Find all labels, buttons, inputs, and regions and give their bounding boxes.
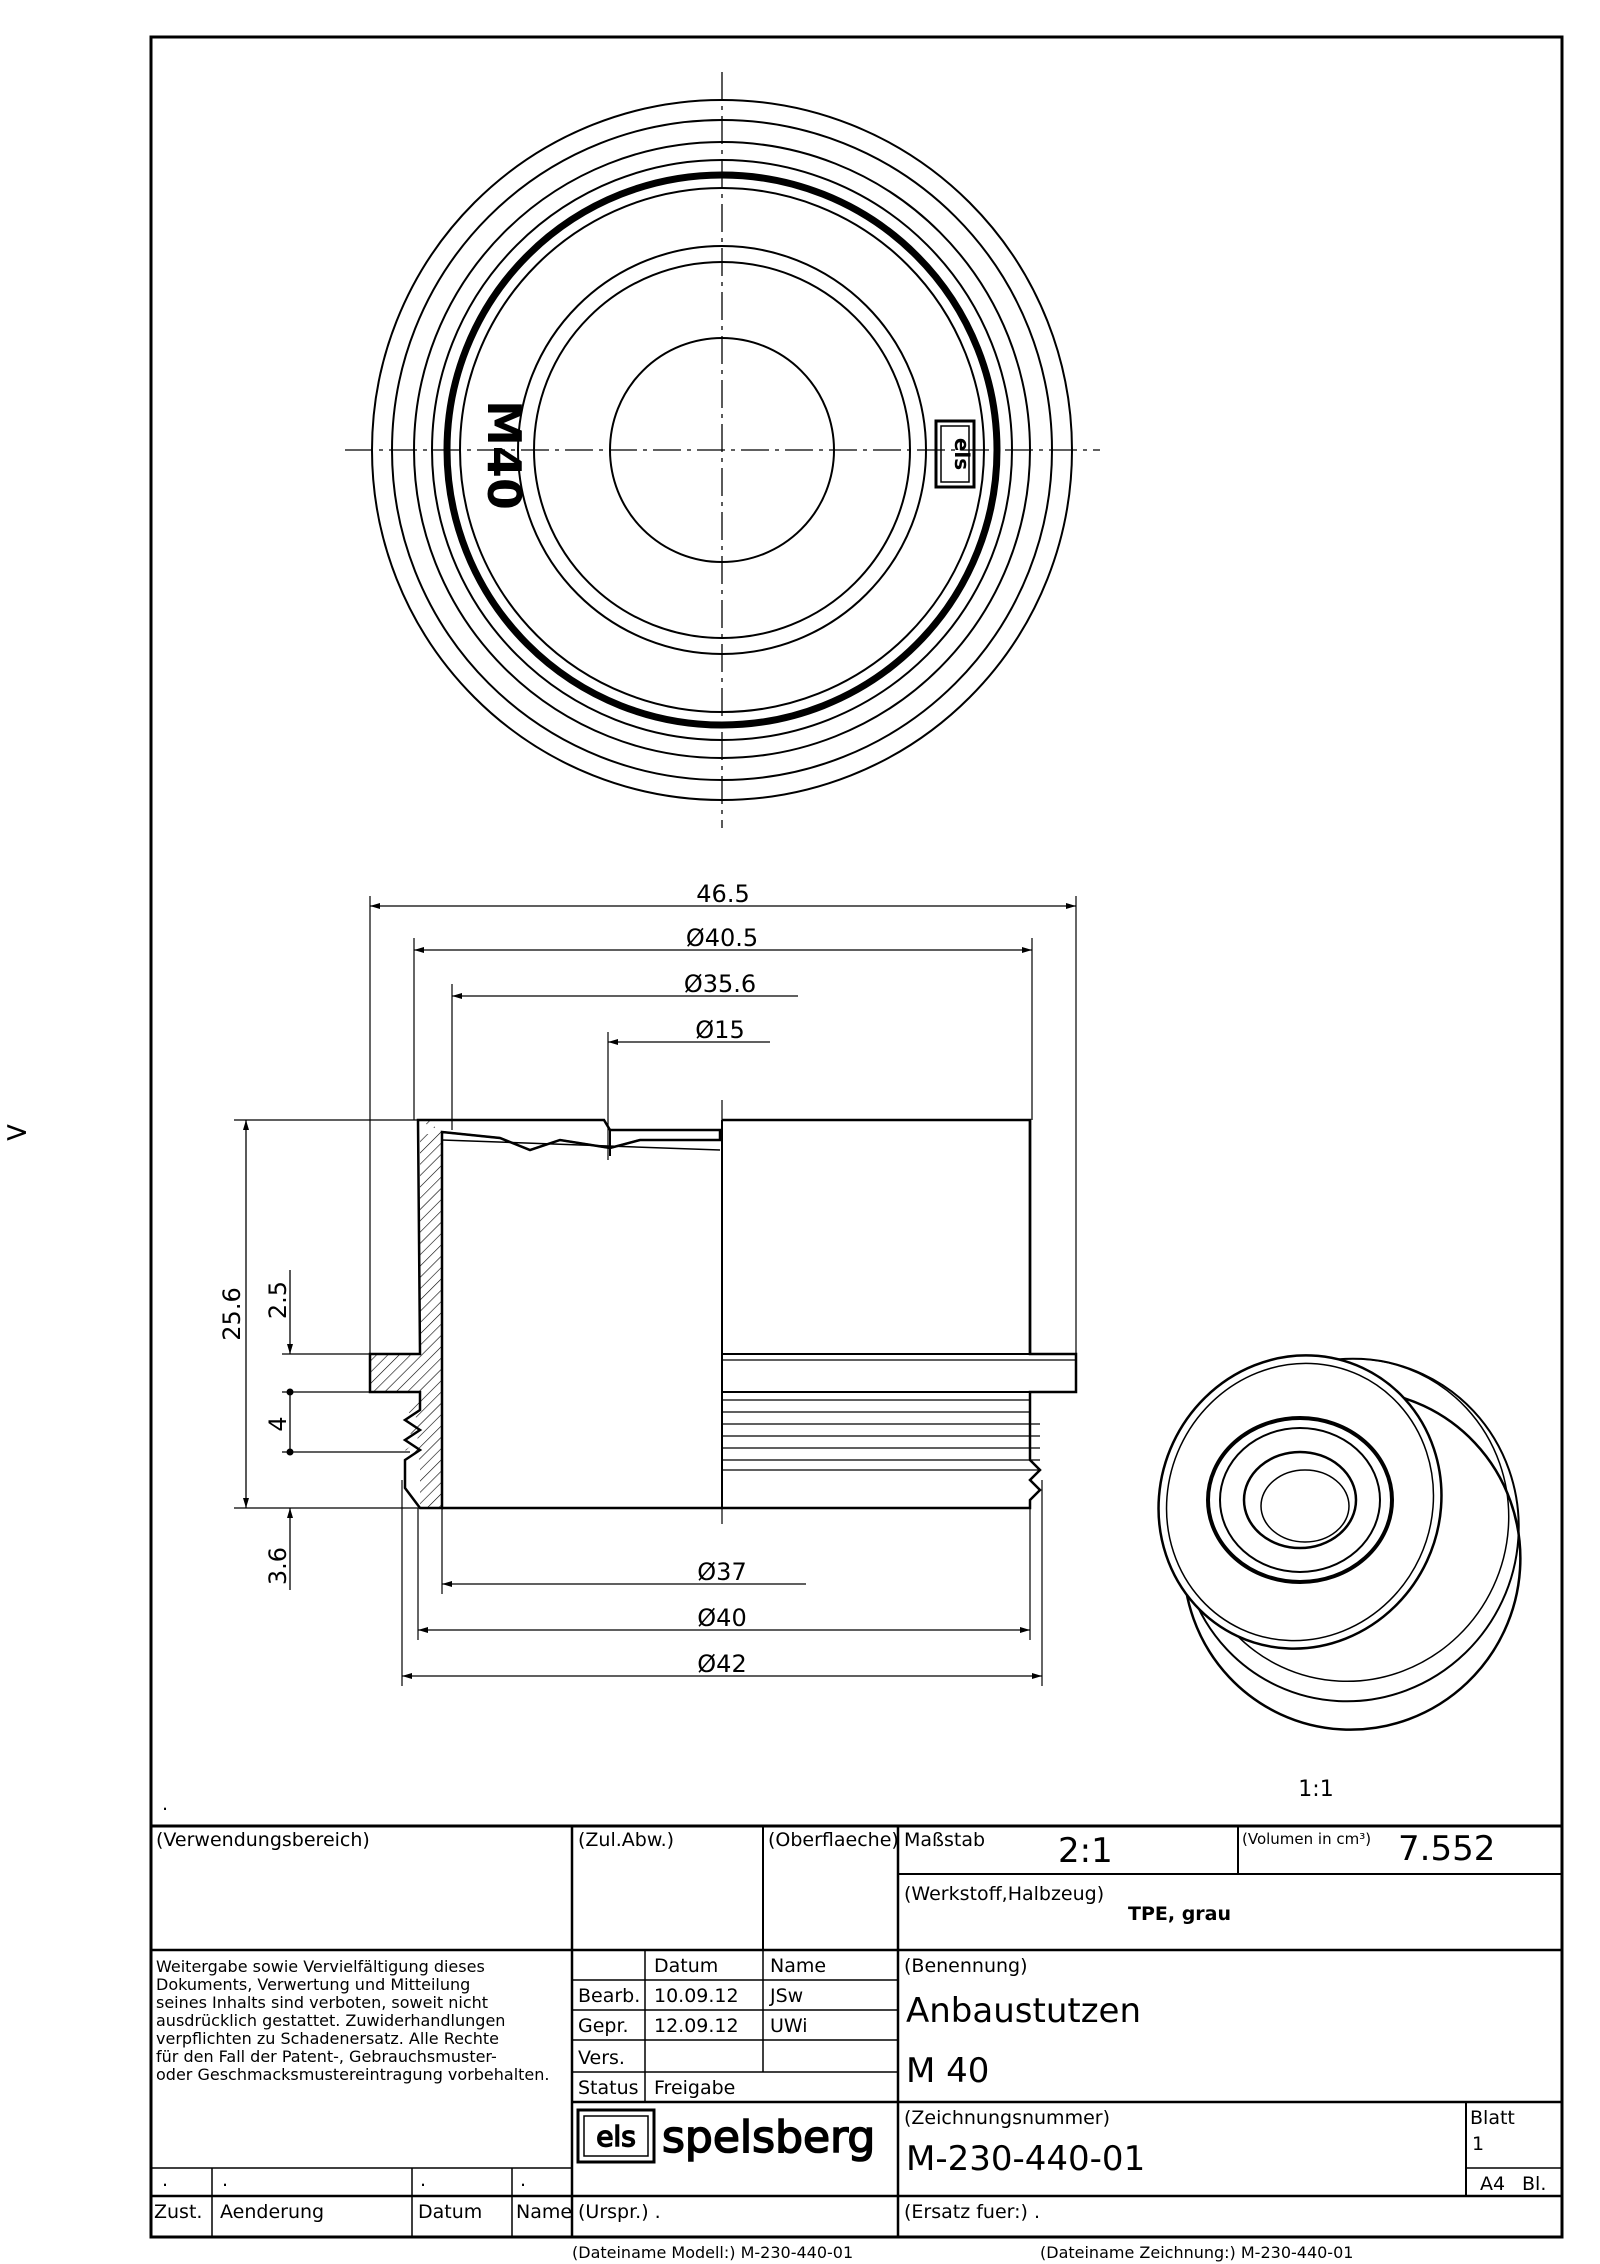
svg-text:für den Fall der Patent-, Gebr: für den Fall der Patent-, Gebrauchsmuste… (156, 2047, 497, 2066)
gepr-name: UWi (770, 2015, 808, 2037)
bl-label: Bl. (1522, 2173, 1546, 2195)
copyright-notice: Weitergabe sowie Vervielfältigung dieses… (156, 1957, 550, 2084)
els-logo-mark: els (934, 419, 976, 489)
dim-2-5: 2.5 (264, 1281, 292, 1319)
svg-text:verpflichten zu Schadenersatz.: verpflichten zu Schadenersatz. Alle Rech… (156, 2029, 499, 2048)
werkstoff-label: (Werkstoff,Halbzeug) (904, 1883, 1104, 1905)
thread-label: M40 (477, 400, 531, 510)
ersatz-label: (Ersatz fuer:) . (904, 2201, 1040, 2223)
svg-text:ausdrücklich gestattet. Zuwide: ausdrücklich gestattet. Zuwiderhandlunge… (156, 2011, 505, 2030)
dim-d40: Ø40 (697, 1604, 746, 1632)
zeichnungsnummer: M-230-440-01 (906, 2139, 1145, 2179)
datum-col-label: Datum (418, 2201, 482, 2223)
massstab-value: 2:1 (1058, 1831, 1113, 1871)
datum-header: Datum (654, 1955, 718, 1977)
urspr-label: (Urspr.) . (578, 2201, 661, 2223)
drawing-frame (149, 35, 1564, 2239)
svg-text:els: els (950, 438, 974, 470)
dim-height: 25.6 (218, 1287, 246, 1340)
dim-d42: Ø42 (697, 1650, 746, 1678)
bearb-datum: 10.09.12 (654, 1985, 739, 2007)
bearb-label: Bearb. (578, 1985, 640, 2007)
benennung-line2: M 40 (906, 2051, 989, 2091)
name-col-label: Name (516, 2201, 572, 2223)
dim-3-6: 3.6 (264, 1547, 292, 1585)
benennung-label: (Benennung) (904, 1955, 1028, 1977)
status-label: Status (578, 2077, 639, 2099)
top-view: M40 els (345, 72, 1100, 828)
side-marker: > (4, 1115, 29, 1150)
section-view: 46.5 Ø40.5 Ø35.6 Ø15 25.6 2.5 4 3.6 (218, 880, 1078, 1686)
dateiname-zeichnung: (Dateiname Zeichnung:) M-230-440-01 (1040, 2243, 1353, 2262)
vers-label: Vers. (578, 2047, 625, 2069)
oberflaeche-label: (Oberflaeche) (768, 1829, 899, 1851)
svg-text:spelsberg: spelsberg (662, 2112, 875, 2163)
volumen-label: (Volumen in cm³) (1242, 1830, 1371, 1848)
blatt-value: 1 (1472, 2133, 1484, 2155)
werkstoff-value: TPE, grau (1128, 1903, 1231, 1925)
dim-d15: Ø15 (695, 1016, 744, 1044)
rev-dot-1: . (162, 2169, 168, 2191)
svg-text:els: els (596, 2120, 636, 2153)
zeichnungsnummer-label: (Zeichnungsnummer) (904, 2107, 1110, 2129)
name-header: Name (770, 1955, 826, 1977)
dim-4: 4 (264, 1416, 292, 1431)
svg-text:oder Geschmacksmustereintragun: oder Geschmacksmustereintragung vorbehal… (156, 2065, 550, 2084)
gepr-datum: 12.09.12 (654, 2015, 739, 2037)
dim-d37: Ø37 (697, 1558, 746, 1586)
gepr-label: Gepr. (578, 2015, 629, 2037)
verwendungsbereich-label: (Verwendungsbereich) (156, 1829, 370, 1851)
title-block (151, 1824, 1562, 2237)
aenderung-label: Aenderung (220, 2201, 324, 2223)
format: A4 (1480, 2173, 1505, 2195)
spelsberg-logo: els spelsberg (576, 2108, 876, 2164)
rev-dot-4: . (520, 2169, 526, 2191)
dot-marker: . (162, 1793, 168, 1815)
massstab-label: Maßstab (904, 1829, 985, 1851)
rev-dot-2: . (222, 2169, 228, 2191)
title-block-text: . (Verwendungsbereich) (Zul.Abw.) (Oberf… (154, 1793, 1546, 2262)
svg-text:Weitergabe sowie Vervielfältig: Weitergabe sowie Vervielfältigung dieses (156, 1957, 485, 1976)
iso-view: 1:1 (1157, 1354, 1522, 1802)
zust-label: Zust. (154, 2201, 202, 2223)
dim-d40-5: Ø40.5 (686, 924, 758, 952)
dim-46-5: 46.5 (696, 880, 749, 908)
bearb-name: JSw (769, 1985, 803, 2007)
volumen-value: 7.552 (1398, 1829, 1495, 1869)
status-value: Freigabe (654, 2077, 735, 2099)
benennung-line1: Anbaustutzen (906, 1991, 1141, 2031)
section-hatch (370, 1120, 442, 1508)
iso-scale: 1:1 (1298, 1777, 1333, 1802)
zul-abw-label: (Zul.Abw.) (578, 1829, 674, 1851)
svg-text:seines Inhalts sind verboten,: seines Inhalts sind verboten, soweit nic… (156, 1993, 488, 2012)
rev-dot-3: . (420, 2169, 426, 2191)
blatt-label: Blatt (1470, 2107, 1515, 2129)
dim-d35-6: Ø35.6 (684, 970, 756, 998)
svg-text:Dokuments, Verwertung und Mitt: Dokuments, Verwertung und Mitteilung (156, 1975, 470, 1994)
dateiname-modell: (Dateiname Modell:) M-230-440-01 (572, 2243, 853, 2262)
